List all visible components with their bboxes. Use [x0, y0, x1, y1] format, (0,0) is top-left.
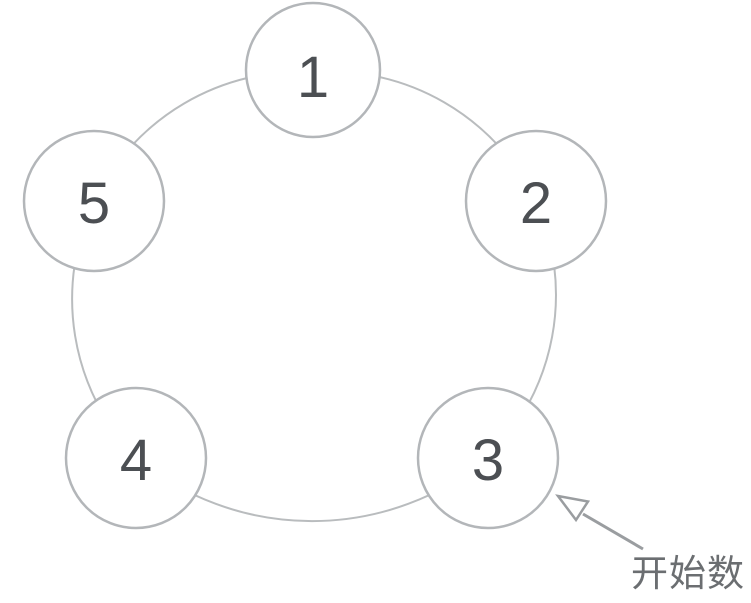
node-circle-5 — [22, 129, 166, 273]
arrow-shaft — [582, 512, 644, 551]
node-label-2: 2 — [520, 171, 552, 236]
node-5: 5 — [22, 129, 166, 273]
arrowhead-icon — [555, 494, 591, 523]
node-label-5: 5 — [78, 171, 110, 236]
node-label-3: 3 — [472, 428, 504, 493]
node-circle-4 — [64, 386, 208, 530]
start-arrow — [555, 494, 644, 551]
node-circle-1 — [244, 1, 382, 139]
node-1: 1 — [244, 1, 382, 139]
node-label-1: 1 — [297, 45, 329, 110]
start-annotation-label: 开始数 — [631, 553, 745, 594]
node-3: 3 — [416, 386, 560, 530]
node-2: 2 — [464, 129, 608, 273]
node-label-4: 4 — [120, 428, 152, 493]
node-circle-3 — [416, 386, 560, 530]
node-circle-2 — [464, 129, 608, 273]
node-4: 4 — [64, 386, 208, 530]
